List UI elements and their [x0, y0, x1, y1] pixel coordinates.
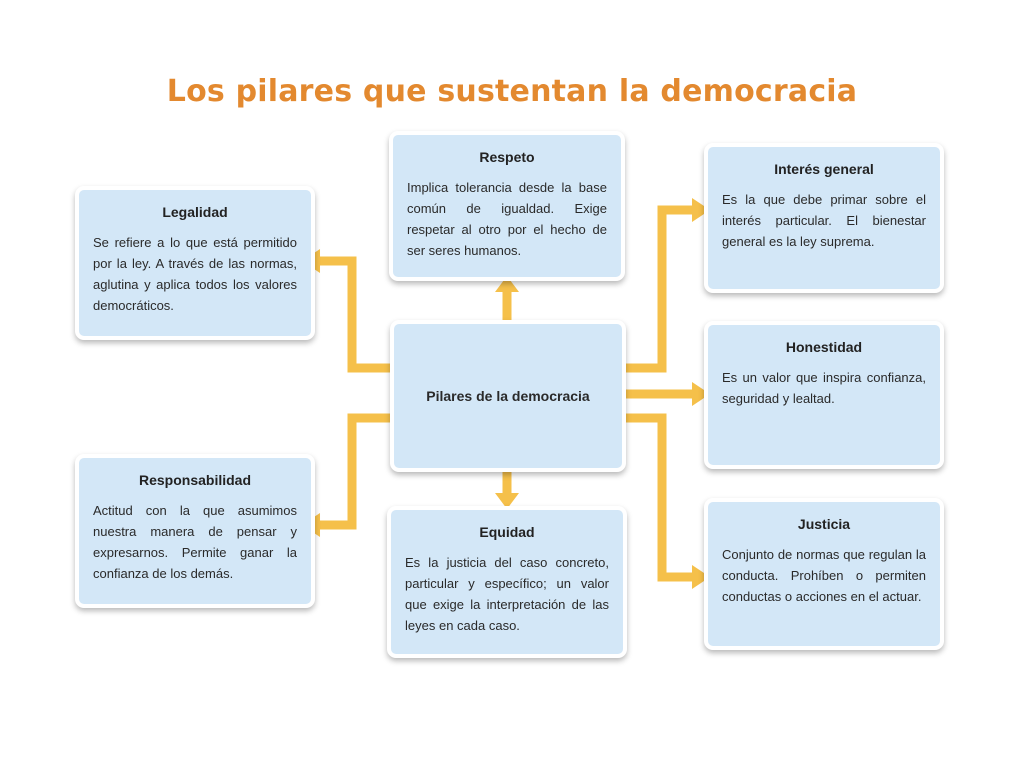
arrow-to-interes-general	[624, 205, 694, 373]
diagram-title: Los pilares que sustentan la democracia	[166, 74, 858, 109]
arrow-to-justicia	[624, 413, 694, 582]
arrow-to-responsabilidad	[318, 413, 392, 530]
pillar-description: Conjunto de normas que regulan la conduc…	[722, 547, 926, 604]
pillar-honestidad: Honestidad Es un valor que inspira confi…	[704, 321, 944, 469]
pillar-justicia: Justicia Conjunto de normas que regulan …	[704, 498, 944, 650]
pillar-respeto: Respeto Implica tolerancia desde la base…	[389, 131, 625, 281]
pillar-description: Se refiere a lo que está permitido por l…	[93, 235, 297, 313]
pillar-title: Legalidad	[162, 204, 228, 220]
pillar-description: Implica tolerancia desde la base común d…	[407, 180, 607, 258]
pillar-description: Es la que debe primar sobre el interés p…	[722, 192, 926, 249]
center-node: Pilares de la democracia	[390, 320, 626, 472]
arrow-to-legalidad	[318, 256, 392, 373]
pillar-title: Responsabilidad	[138, 472, 252, 488]
pillar-equidad: Equidad Es la justicia del caso concreto…	[387, 506, 627, 658]
pillar-title: Justicia	[797, 516, 851, 532]
pillar-legalidad: Legalidad Se refiere a lo que está permi…	[75, 186, 315, 340]
pillar-responsabilidad: Responsabilidad Actitud con la que asumi…	[75, 454, 315, 608]
arrowhead-equidad	[495, 493, 519, 509]
center-label: Pilares de la democracia	[426, 388, 590, 404]
arrowhead-honestidad	[692, 382, 710, 406]
arrowhead-respeto	[495, 276, 519, 292]
pillar-title: Honestidad	[785, 339, 863, 355]
arrowhead-justicia	[692, 565, 710, 589]
pillar-title: Respeto	[479, 149, 535, 165]
pillar-title: Equidad	[479, 524, 535, 540]
pillar-description: Es un valor que inspira confianza, segur…	[722, 370, 926, 406]
pillar-interes-general: Interés general Es la que debe primar so…	[704, 143, 944, 293]
pillar-description: Es la justicia del caso concreto, partic…	[405, 555, 609, 633]
pillar-title: Interés general	[774, 161, 874, 177]
arrowhead-interes-general	[692, 198, 710, 222]
pillar-description: Actitud con la que asumimos nuestra mane…	[93, 503, 297, 581]
